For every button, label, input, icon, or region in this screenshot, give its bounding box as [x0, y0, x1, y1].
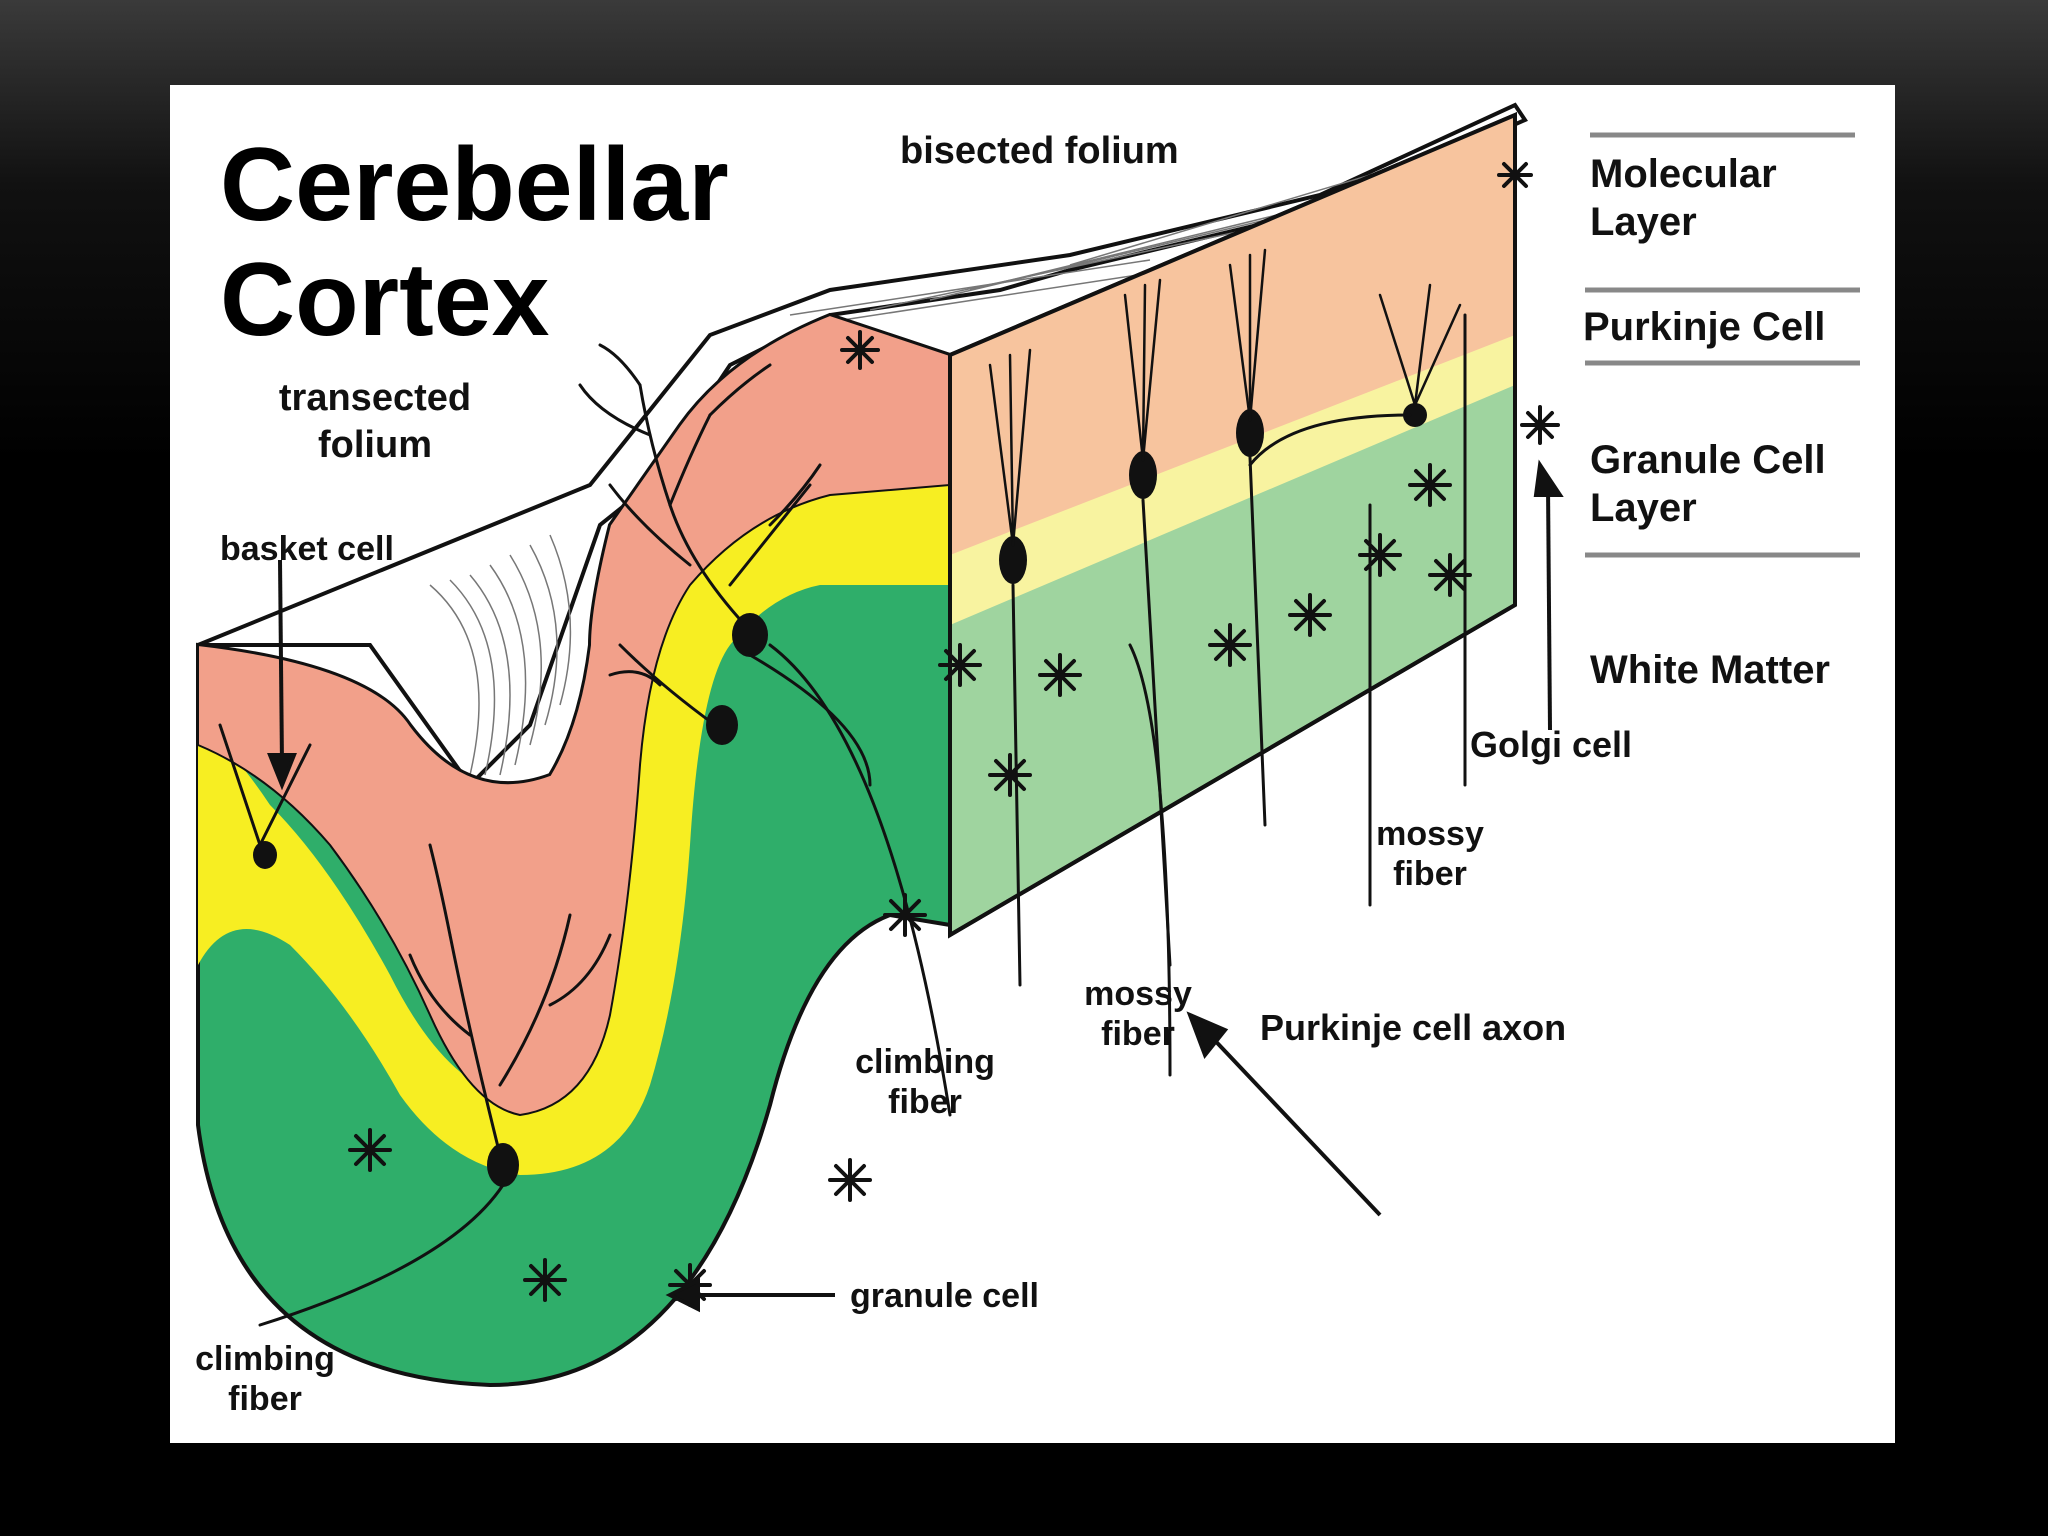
title-line-2: Cortex — [220, 242, 550, 358]
cerebellar-cortex-diagram: Cerebellar Cortex bisected folium transe… — [195, 102, 1860, 1418]
label-granule-cell: granule cell — [850, 1277, 1039, 1315]
label-climbing-fiber-center-2: fiber — [888, 1083, 962, 1121]
label-basket-cell: basket cell — [220, 530, 394, 568]
label-mossy-fiber-right-1: mossy — [1376, 815, 1484, 853]
layer-label-granule-2: Layer — [1590, 486, 1697, 530]
label-climbing-fiber-left-1: climbing — [195, 1340, 335, 1378]
label-purkinje-cell-axon: Purkinje cell axon — [1260, 1007, 1566, 1048]
layer-label-molecular-2: Layer — [1590, 200, 1697, 244]
label-mossy-fiber-right-2: fiber — [1393, 855, 1467, 893]
label-climbing-fiber-center-1: climbing — [855, 1043, 995, 1081]
label-bisected-folium: bisected folium — [900, 130, 1179, 172]
label-golgi-cell: Golgi cell — [1470, 724, 1632, 765]
label-climbing-fiber-left-2: fiber — [228, 1380, 302, 1418]
slide-canvas: Cerebellar Cortex bisected folium transe… — [170, 85, 1895, 1443]
arrows — [267, 459, 1564, 1313]
label-mossy-fiber-left-1: mossy — [1084, 975, 1192, 1013]
layer-label-white-matter: White Matter — [1590, 648, 1830, 692]
neurons — [218, 157, 1560, 1327]
label-mossy-fiber-left-2: fiber — [1101, 1015, 1175, 1053]
layer-separators — [1585, 132, 1860, 558]
title-line-1: Cerebellar — [220, 127, 729, 243]
transected-folium — [196, 312, 952, 1388]
layer-label-granule-1: Granule Cell — [1590, 438, 1826, 482]
label-transected-folium-1: transected — [279, 377, 471, 419]
bisected-block — [948, 111, 1517, 939]
layer-label-purkinje: Purkinje Cell — [1583, 305, 1825, 349]
label-transected-folium-2: folium — [318, 424, 432, 466]
purkinje-cell-dendrites — [218, 343, 822, 1157]
purkinje-cell-bodies — [253, 403, 1427, 1187]
layer-label-molecular-1: Molecular — [1590, 152, 1777, 196]
